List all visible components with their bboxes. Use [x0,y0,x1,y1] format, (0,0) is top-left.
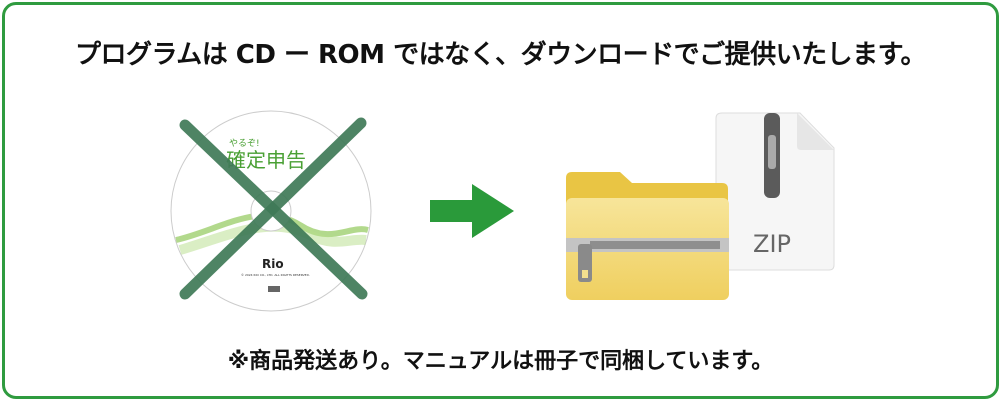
headline: プログラムは CD ー ROM ではなく、ダウンロードでご提供いたします。 [75,40,927,70]
cd-brand: Rio [262,257,284,271]
cd-rom-image: やるぞ! 確定申告 Rio © 2024 RIO CO., LTD. ALL R… [170,110,372,312]
footnote: ※商品発送あり。マニュアルは冊子で同梱しています。 [227,349,774,374]
zipped-folder-icon [566,172,729,300]
cd-logo-mark [268,286,280,292]
arrow-right-icon [430,184,514,238]
cd-tagline: やるぞ! [229,138,260,149]
cd-copyright: © 2024 RIO CO., LTD. ALL RIGHTS RESERVED… [241,273,310,277]
zip-file-icon: ZIP [715,112,835,271]
cd-title: 確定申告 [226,148,306,172]
zip-label: ZIP [753,230,791,258]
